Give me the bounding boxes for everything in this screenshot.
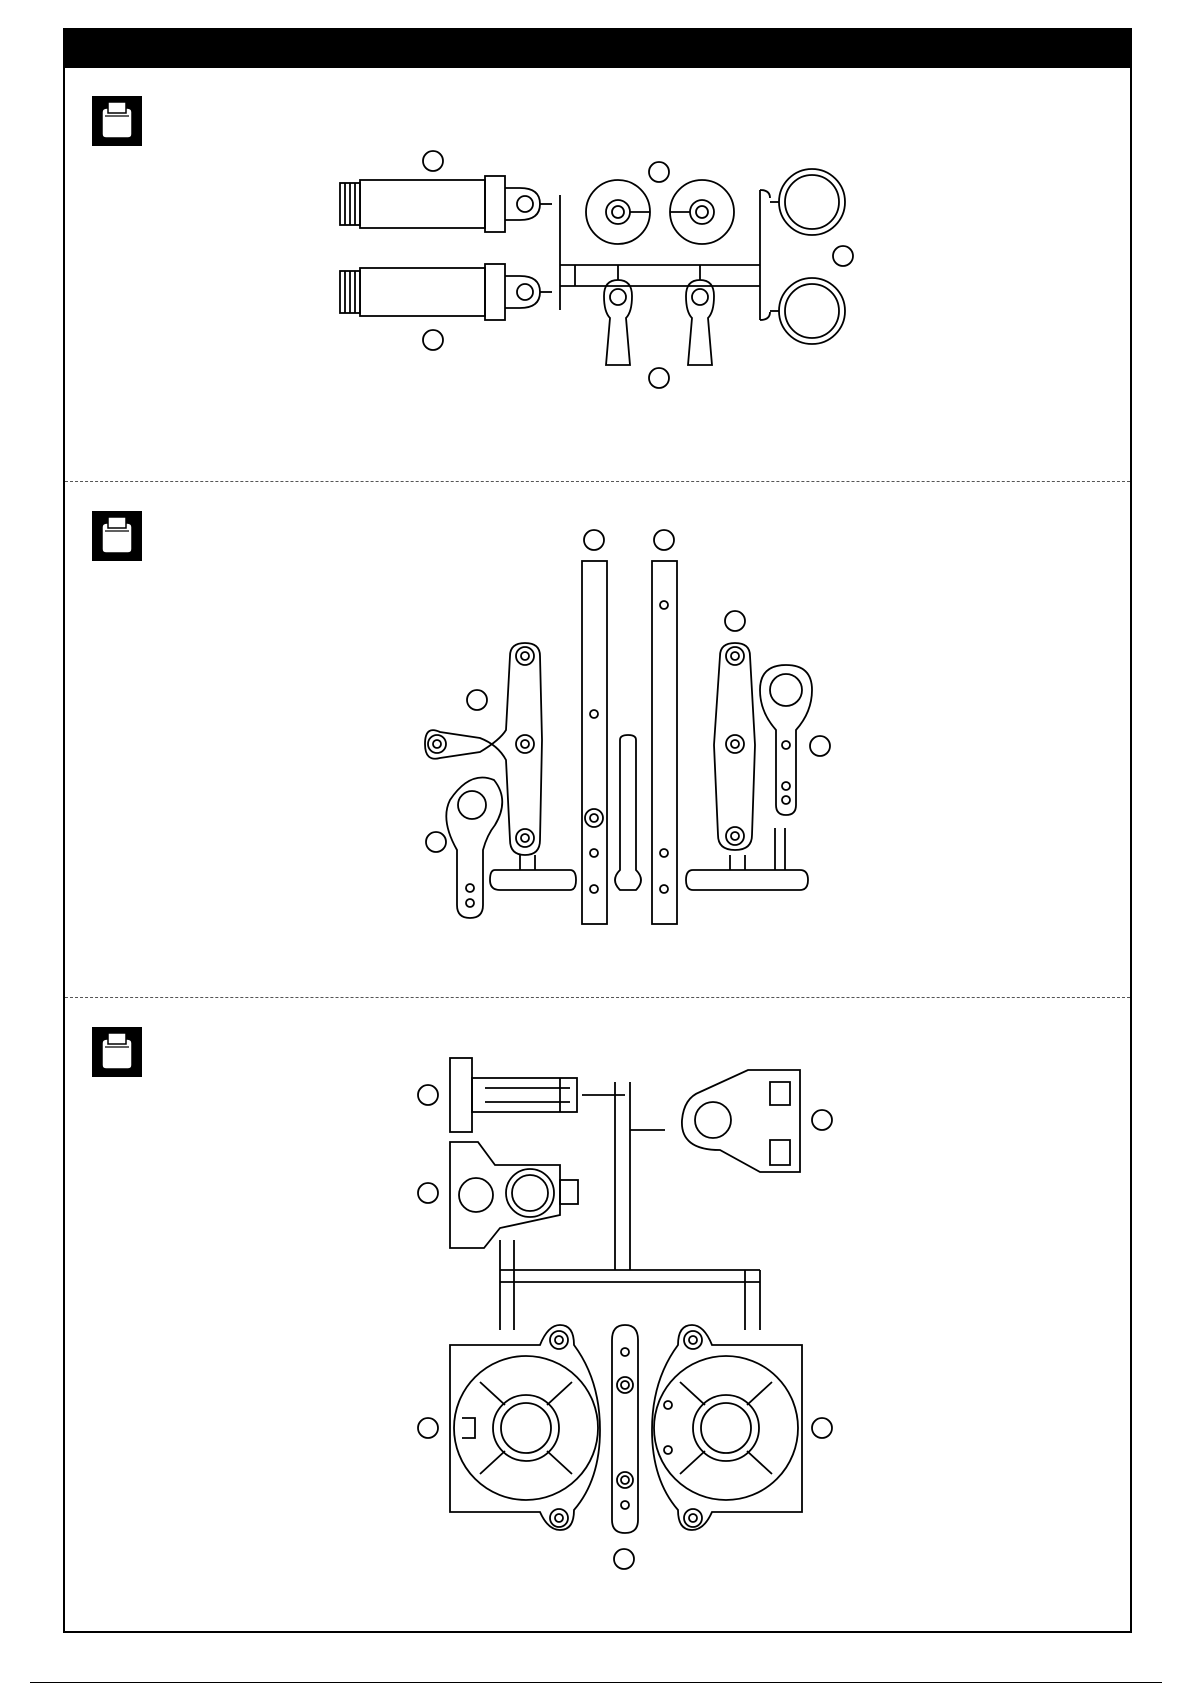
section-divider (65, 481, 1130, 482)
section-divider (65, 997, 1130, 998)
page-frame (63, 28, 1132, 1633)
parts-bag-icon (92, 511, 142, 561)
parts-bag-icon (92, 96, 142, 146)
bottom-rule (30, 1682, 1162, 1683)
parts-bag-icon (92, 1027, 142, 1077)
